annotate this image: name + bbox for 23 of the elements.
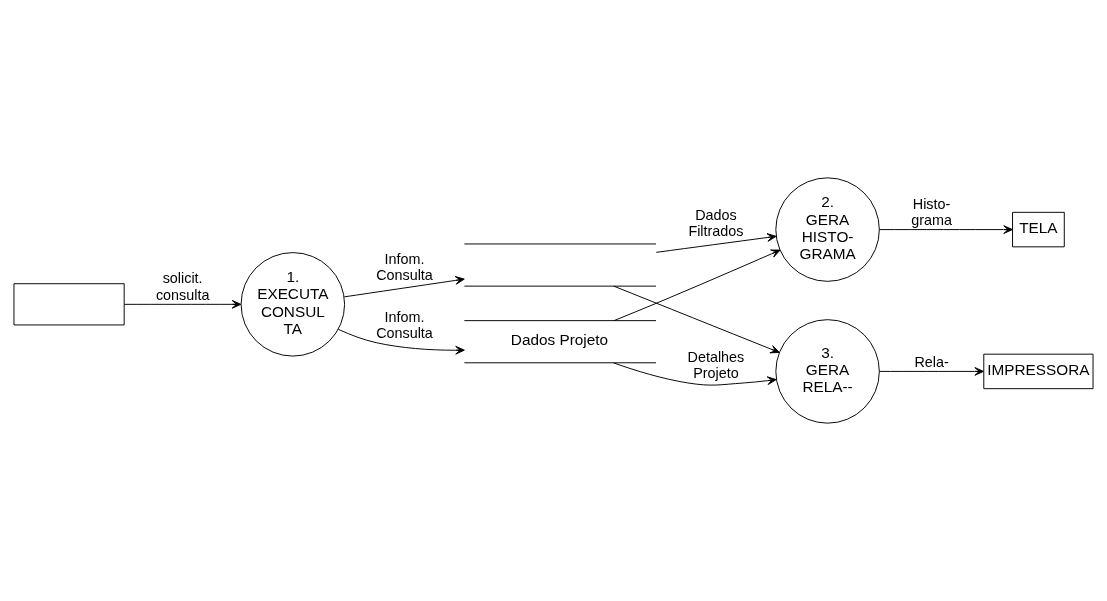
edge-label: solicit. consulta [155,270,210,303]
arrow [123,299,242,309]
arrow [878,367,984,376]
edge-label: Infom. Consulta [376,308,433,341]
edge-label: Detalhes Projeto [687,348,745,382]
edge-label: Infom. Consulta [376,251,433,284]
arrow [878,225,1013,234]
arrow [343,276,465,298]
edge-label: Dados Filtrados [688,207,744,240]
arrow [613,249,781,322]
arrow [337,328,465,355]
node-box: IMPRESSORA [983,353,1094,390]
arrow [613,285,780,354]
node-circle: 2. GERA HISTO- GRAMA [775,177,880,282]
node-box: TELA [1012,211,1065,248]
arrow [655,233,777,253]
edge-label: Histo- grama [911,195,952,228]
node-box [13,283,125,326]
node-circle: 3. GERA RELA-- [775,319,880,424]
node-text: Dados Projeto [510,331,608,349]
node-circle: 1. EXECUTA CONSUL TA [240,252,346,357]
arrow [613,362,777,386]
edge-label: Rela- [914,353,949,370]
